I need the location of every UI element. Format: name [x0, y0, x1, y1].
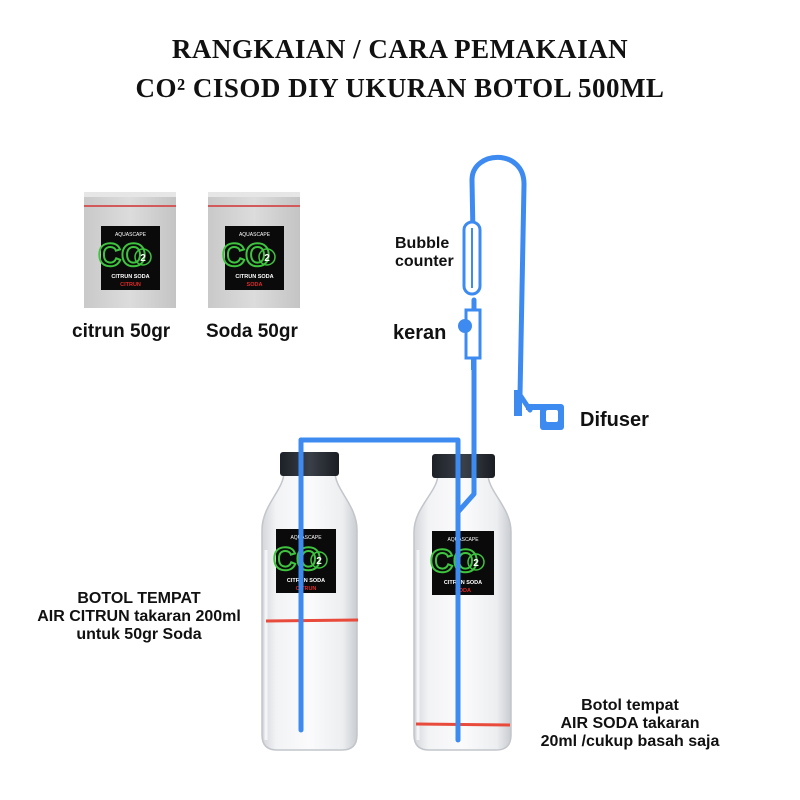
diagram-title-line-1: RANGKAIAN / CARA PEMAKAIAN [171, 34, 629, 64]
co2-logo-text: CO [98, 237, 146, 273]
diagram-title-line-2: CO² CISOD DIY UKURAN BOTOL 500ML [135, 73, 665, 103]
bottle-label-brand: AQUASCAPE [290, 535, 322, 541]
soda-note-line-3: 20ml /cukup basah saja [540, 733, 720, 750]
co2-logo-text: CO [222, 237, 270, 273]
packet-label-citrun: AQUASCAPE CO 2 CITRUN SODA CITRUN [97, 226, 160, 290]
co2-sub-text: 2 [140, 253, 146, 264]
valve-label: keran [393, 322, 447, 344]
packet-label-soda: AQUASCAPE CO 2 CITRUN SODA SODA [221, 226, 284, 290]
citrun-packet-caption: citrun 50gr [72, 321, 171, 342]
packet-label-brand: AQUASCAPE [239, 232, 271, 238]
bubble-counter-label-line-1: Bubble [395, 235, 450, 252]
bottle-label-brand: AQUASCAPE [447, 537, 479, 543]
soda-bottle-note: Botol tempat AIR SODA takaran 20ml /cuku… [522, 697, 738, 751]
soda-packet-caption: Soda 50gr [206, 321, 298, 342]
bottle-label-soda: AQUASCAPE CO 2 CITRUN SODA SODA [429, 531, 494, 595]
co2-bubble-icon [258, 248, 276, 266]
bubble-counter-label-line-2: counter [395, 253, 454, 270]
diffuser-label: Difuser [580, 409, 649, 431]
co2-bubble-icon [467, 553, 485, 571]
soda-water-level-line [415, 722, 511, 727]
soda-note-line-2: AIR SODA takaran [560, 715, 700, 732]
co2-bubble-icon [134, 248, 152, 266]
bottle-label-variant: SODA [455, 588, 471, 594]
packet-label-brand: AQUASCAPE [115, 232, 147, 238]
packet-label-name: CITRUN SODA [235, 274, 273, 280]
citrun-bottle: AQUASCAPE CO 2 CITRUN SODA CITRUN [261, 452, 359, 751]
bottle-label-variant: CITRUN [296, 586, 317, 592]
citrun-note-line-1: BOTOL TEMPAT [77, 590, 201, 607]
co2-logo-text: CO [430, 543, 478, 579]
packet-label-variant: SODA [247, 282, 263, 288]
citrun-note-line-3: untuk 50gr Soda [76, 626, 202, 643]
soda-packet: AQUASCAPE CO 2 CITRUN SODA SODA [208, 192, 300, 308]
co2-logo-text: CO [273, 541, 321, 577]
packet-label-variant: CITRUN [120, 282, 141, 288]
citrun-bottle-note: BOTOL TEMPAT AIR CITRUN takaran 200ml un… [20, 590, 258, 644]
valve-icon [458, 308, 482, 370]
bottle-label-name: CITRUN SODA [287, 578, 325, 584]
co2-sub-text: 2 [264, 253, 270, 264]
bottle-label-citrun: AQUASCAPE CO 2 CITRUN SODA CITRUN [272, 529, 336, 593]
soda-note-line-1: Botol tempat [581, 697, 679, 714]
soda-bottle: AQUASCAPE CO 2 CITRUN SODA SODA [413, 454, 512, 751]
citrun-water-level-line [265, 618, 359, 623]
co2-bubble-icon [310, 551, 328, 569]
bottle-cap [280, 452, 339, 476]
bottle-cap [432, 454, 495, 478]
citrun-note-line-2: AIR CITRUN takaran 200ml [37, 608, 241, 625]
co2-sub-text: 2 [473, 558, 479, 569]
co2-sub-text: 2 [316, 556, 322, 567]
packet-label-name: CITRUN SODA [111, 274, 149, 280]
citrun-packet: AQUASCAPE CO 2 CITRUN SODA CITRUN [84, 192, 176, 308]
bottle-label-name: CITRUN SODA [444, 580, 482, 586]
bubble-counter-label: Bubble counter [395, 235, 454, 271]
diffuser-icon [514, 390, 564, 430]
bubble-counter [462, 220, 482, 296]
